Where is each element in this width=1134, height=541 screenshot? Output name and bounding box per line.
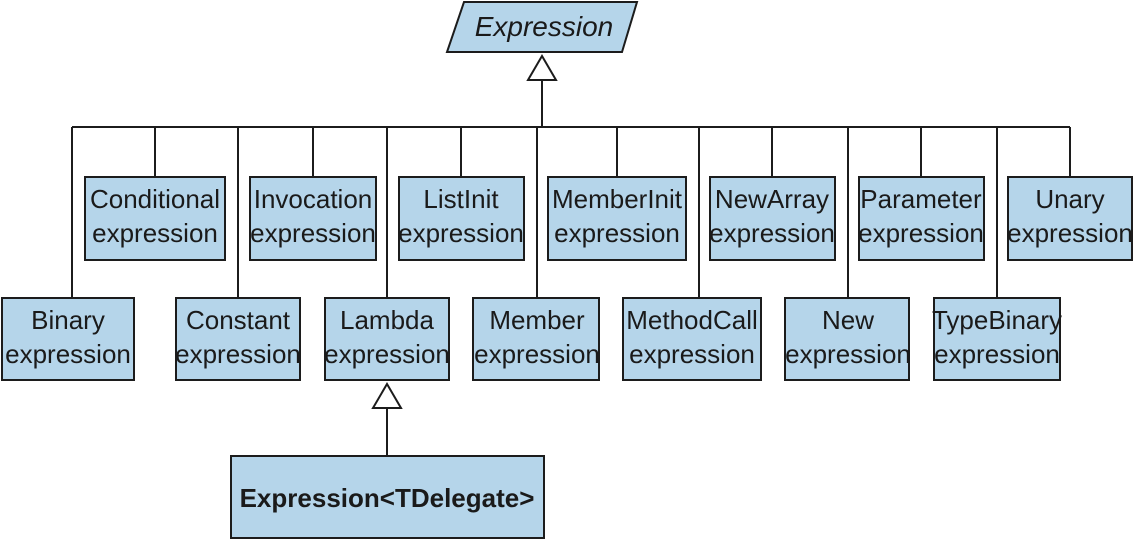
node-label-line1: MethodCall <box>626 305 758 335</box>
node-conditional-expression: Conditional expression <box>84 176 226 261</box>
node-listinit-expression: ListInit expression <box>398 176 525 261</box>
node-typebinary-expression: TypeBinary expression <box>932 297 1062 381</box>
node-label-line1: Member <box>489 305 585 335</box>
node-memberinit-expression: MemberInit expression <box>547 176 687 261</box>
node-label-line1: Invocation <box>254 184 373 214</box>
node-label-line1: Unary <box>1035 184 1104 214</box>
node-new-expression: New expression <box>784 297 911 381</box>
inheritance-arrow-icon <box>526 54 558 81</box>
node-label-line2: expression <box>554 218 680 248</box>
node-label-line2: expression <box>785 339 911 369</box>
node-unary-expression: Unary expression <box>1007 176 1133 261</box>
node-label-line2: expression <box>474 339 600 369</box>
node-label-line1: New <box>822 305 874 335</box>
node-label-line2: expression <box>5 339 131 369</box>
node-label-line2: expression <box>324 339 450 369</box>
root-label: Expression <box>475 11 614 42</box>
node-label-line2: expression <box>1007 218 1133 248</box>
node-label-line2: expression <box>175 339 301 369</box>
delegate-label: Expression<TDelegate> <box>240 483 535 513</box>
node-binary-expression: Binary expression <box>1 297 135 381</box>
node-lambda-expression: Lambda expression <box>324 297 450 381</box>
node-label-line2: expression <box>858 218 984 248</box>
node-label-line1: Conditional <box>90 184 220 214</box>
node-label-line1: Parameter <box>860 184 982 214</box>
node-label-line2: expression <box>629 339 755 369</box>
node-label-line1: MemberInit <box>552 184 683 214</box>
delegate-inheritance-arrow-icon <box>371 382 403 409</box>
node-label-line2: expression <box>398 218 524 248</box>
node-label-line1: Constant <box>186 305 291 335</box>
node-member-expression: Member expression <box>472 297 600 381</box>
node-label-line1: Lambda <box>340 305 434 335</box>
node-constant-expression: Constant expression <box>175 297 301 381</box>
node-label-line2: expression <box>250 218 376 248</box>
node-label-line1: Binary <box>31 305 105 335</box>
connector-lines <box>71 80 1071 456</box>
node-newarray-expression: NewArray expression <box>709 176 836 261</box>
node-expression-tdelegate: Expression<TDelegate> <box>230 455 545 539</box>
node-label-line2: expression <box>934 339 1060 369</box>
node-label-line2: expression <box>709 218 835 248</box>
root-node-expression: Expression <box>445 1 639 53</box>
node-label-line2: expression <box>92 218 218 248</box>
node-parameter-expression: Parameter expression <box>858 176 985 261</box>
node-label-line1: TypeBinary <box>932 305 1062 335</box>
node-methodcall-expression: MethodCall expression <box>622 297 762 381</box>
node-label-line1: ListInit <box>423 184 499 214</box>
node-label-line1: NewArray <box>715 184 829 214</box>
node-invocation-expression: Invocation expression <box>249 176 377 261</box>
